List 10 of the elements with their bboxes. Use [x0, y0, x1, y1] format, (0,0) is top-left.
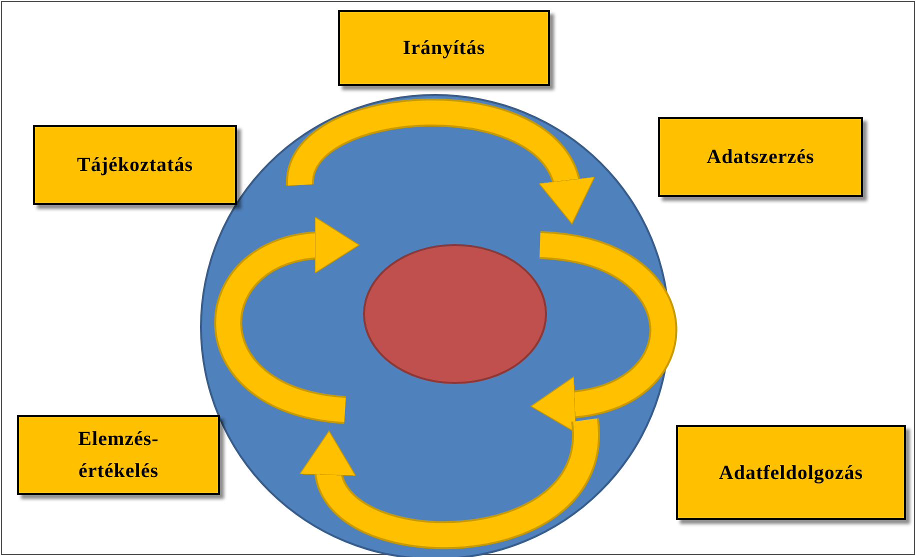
- label-box: [17, 415, 220, 495]
- label-box: [676, 425, 906, 520]
- box-label: Tájékoztatás: [77, 153, 193, 178]
- box-label: Irányítás: [402, 36, 486, 61]
- box-label: Adatszerzés: [706, 145, 814, 170]
- label-box: [338, 10, 550, 86]
- label-box: [658, 117, 863, 197]
- label-box: [33, 125, 237, 205]
- box-label: Adatfeldolgozás: [718, 460, 864, 486]
- box-label: Elemzés-értékelés: [77, 427, 160, 484]
